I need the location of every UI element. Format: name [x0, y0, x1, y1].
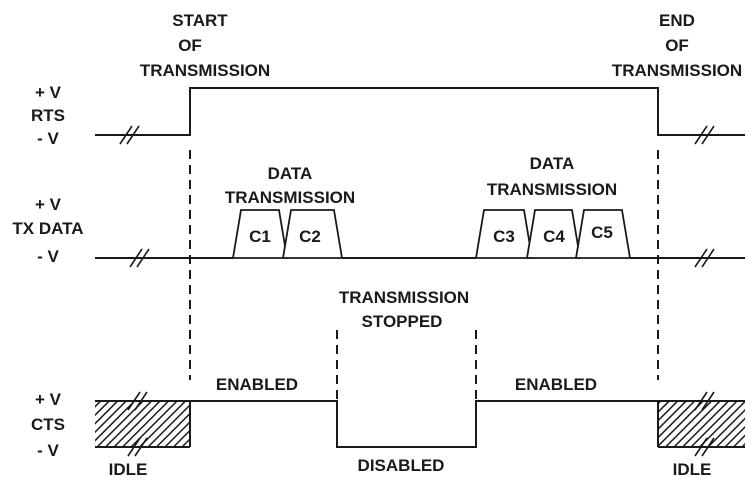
- character-c4-label: C4: [543, 227, 565, 246]
- enabled-label-left: ENABLED: [216, 375, 298, 394]
- data-transmission-2-line-2: TRANSMISSION: [487, 180, 617, 199]
- tx-waveform: C1 C2 C3 C4 C5: [95, 209, 745, 268]
- character-c1: C1: [231, 209, 289, 259]
- end-label-line-1: END: [659, 11, 695, 30]
- rts-break-left: [119, 125, 140, 145]
- cts-break-left: [127, 391, 148, 457]
- character-c4: C4: [525, 209, 582, 259]
- cts-break-right: [694, 391, 715, 457]
- rts-signal-labels: + V RTS - V: [31, 83, 65, 148]
- tx-break-right: [694, 248, 715, 268]
- rts-plus-v: + V: [35, 83, 62, 102]
- tx-name: TX DATA: [12, 219, 83, 238]
- rts-minus-v: - V: [37, 129, 59, 148]
- character-c3: C3: [474, 209, 534, 259]
- idle-label-right: IDLE: [673, 460, 712, 479]
- start-label-line-3: TRANSMISSION: [140, 61, 270, 80]
- data-transmission-1-line-2: TRANSMISSION: [225, 188, 355, 207]
- transmission-stopped-line-2: STOPPED: [362, 312, 443, 331]
- tx-break-left: [129, 248, 150, 268]
- cts-name: CTS: [31, 415, 65, 434]
- character-c1-label: C1: [249, 227, 271, 246]
- character-c3-label: C3: [493, 227, 515, 246]
- data-transmission-1-line-1: DATA: [268, 164, 313, 183]
- cts-signal-labels: + V CTS - V: [31, 390, 65, 460]
- tx-plus-v: + V: [35, 195, 62, 214]
- cts-plus-v: + V: [35, 390, 62, 409]
- end-of-transmission-label: END OF TRANSMISSION: [612, 11, 742, 80]
- transmission-stopped-line-1: TRANSMISSION: [339, 288, 469, 307]
- data-transmission-label-1: DATA TRANSMISSION: [225, 164, 355, 207]
- end-label-line-2: OF: [665, 36, 689, 55]
- disabled-label: DISABLED: [358, 456, 445, 475]
- start-label-line-2: OF: [178, 36, 202, 55]
- character-c2-label: C2: [299, 227, 321, 246]
- cts-minus-v: - V: [37, 441, 59, 460]
- start-label-line-1: START: [172, 11, 228, 30]
- rts-break-right: [694, 125, 715, 145]
- cts-waveform: [95, 391, 745, 457]
- character-c5: C5: [574, 209, 632, 259]
- idle-label-left: IDLE: [109, 460, 148, 479]
- data-transmission-2-line-1: DATA: [530, 154, 575, 173]
- cts-idle-hatch-left: [95, 401, 190, 447]
- character-c5-label: C5: [591, 223, 613, 242]
- data-transmission-label-2: DATA TRANSMISSION: [487, 154, 617, 199]
- rts-name: RTS: [31, 106, 65, 125]
- tx-minus-v: - V: [37, 247, 59, 266]
- enabled-label-right: ENABLED: [515, 375, 597, 394]
- transmission-stopped-label: TRANSMISSION STOPPED: [339, 288, 469, 331]
- end-label-line-3: TRANSMISSION: [612, 61, 742, 80]
- tx-signal-labels: + V TX DATA - V: [12, 195, 83, 266]
- start-of-transmission-label: START OF TRANSMISSION: [140, 11, 270, 80]
- rts-waveform: [95, 87, 745, 145]
- cts-idle-hatch-right: [658, 401, 745, 447]
- character-c2: C2: [281, 209, 344, 259]
